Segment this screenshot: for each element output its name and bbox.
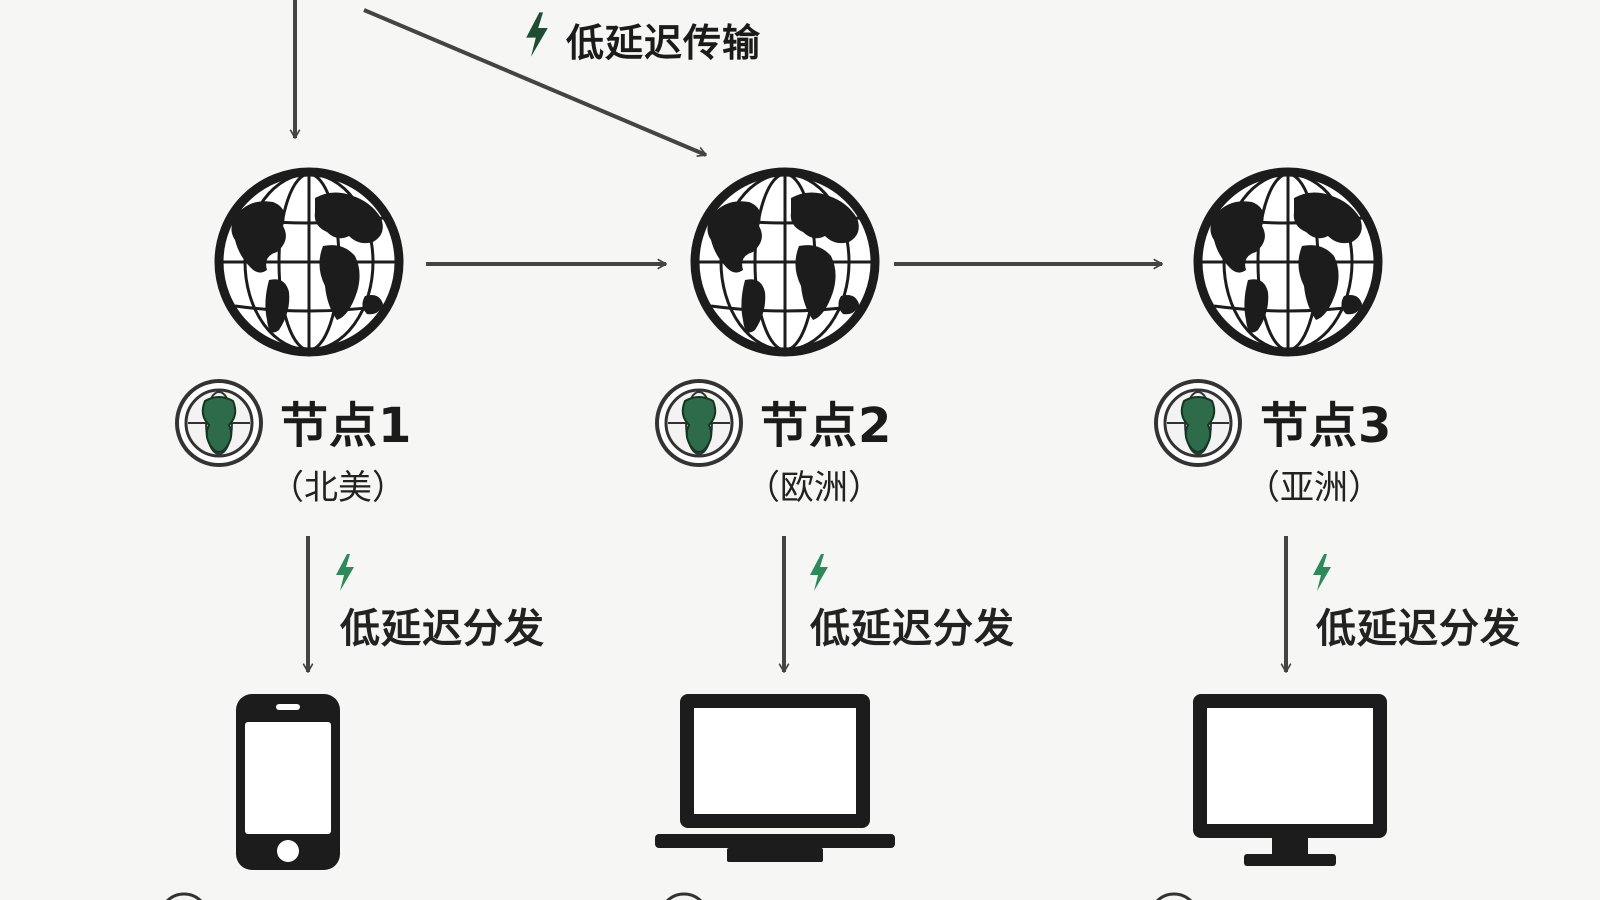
node-3-region: （亚洲）	[1246, 468, 1382, 508]
lightning-icon	[526, 12, 548, 57]
smartphone-icon	[236, 694, 340, 870]
partial-badge-icon	[665, 892, 703, 900]
globe-icon	[1198, 172, 1378, 352]
node-2-distribution-label: 低延迟分发	[810, 606, 1015, 652]
arrow-top-to-node2	[363, 8, 707, 157]
node-badge-icon	[1154, 379, 1242, 467]
partial-badge-icon	[165, 892, 203, 900]
node-badge-icon	[175, 379, 263, 467]
top-link-label: 低延迟传输	[566, 21, 762, 65]
partial-badge-icon	[1155, 892, 1193, 900]
node-2-region: （欧洲）	[746, 468, 882, 508]
globe-icon	[219, 172, 399, 352]
node-badge-icon	[655, 379, 743, 467]
monitor-icon	[1193, 694, 1387, 866]
node-1-name: 节点1	[280, 398, 413, 454]
node-1-region: （北美）	[270, 468, 406, 508]
node-3-distribution-label: 低延迟分发	[1316, 606, 1521, 652]
node-1-distribution-label: 低延迟分发	[340, 606, 545, 652]
node-2-name: 节点2	[760, 398, 893, 454]
globe-icon	[695, 172, 875, 352]
lightning-icon	[1313, 554, 1331, 591]
lightning-icon	[336, 554, 354, 591]
lightning-icon	[810, 554, 828, 591]
laptop-icon	[655, 694, 895, 862]
node-3-name: 节点3	[1260, 398, 1393, 454]
